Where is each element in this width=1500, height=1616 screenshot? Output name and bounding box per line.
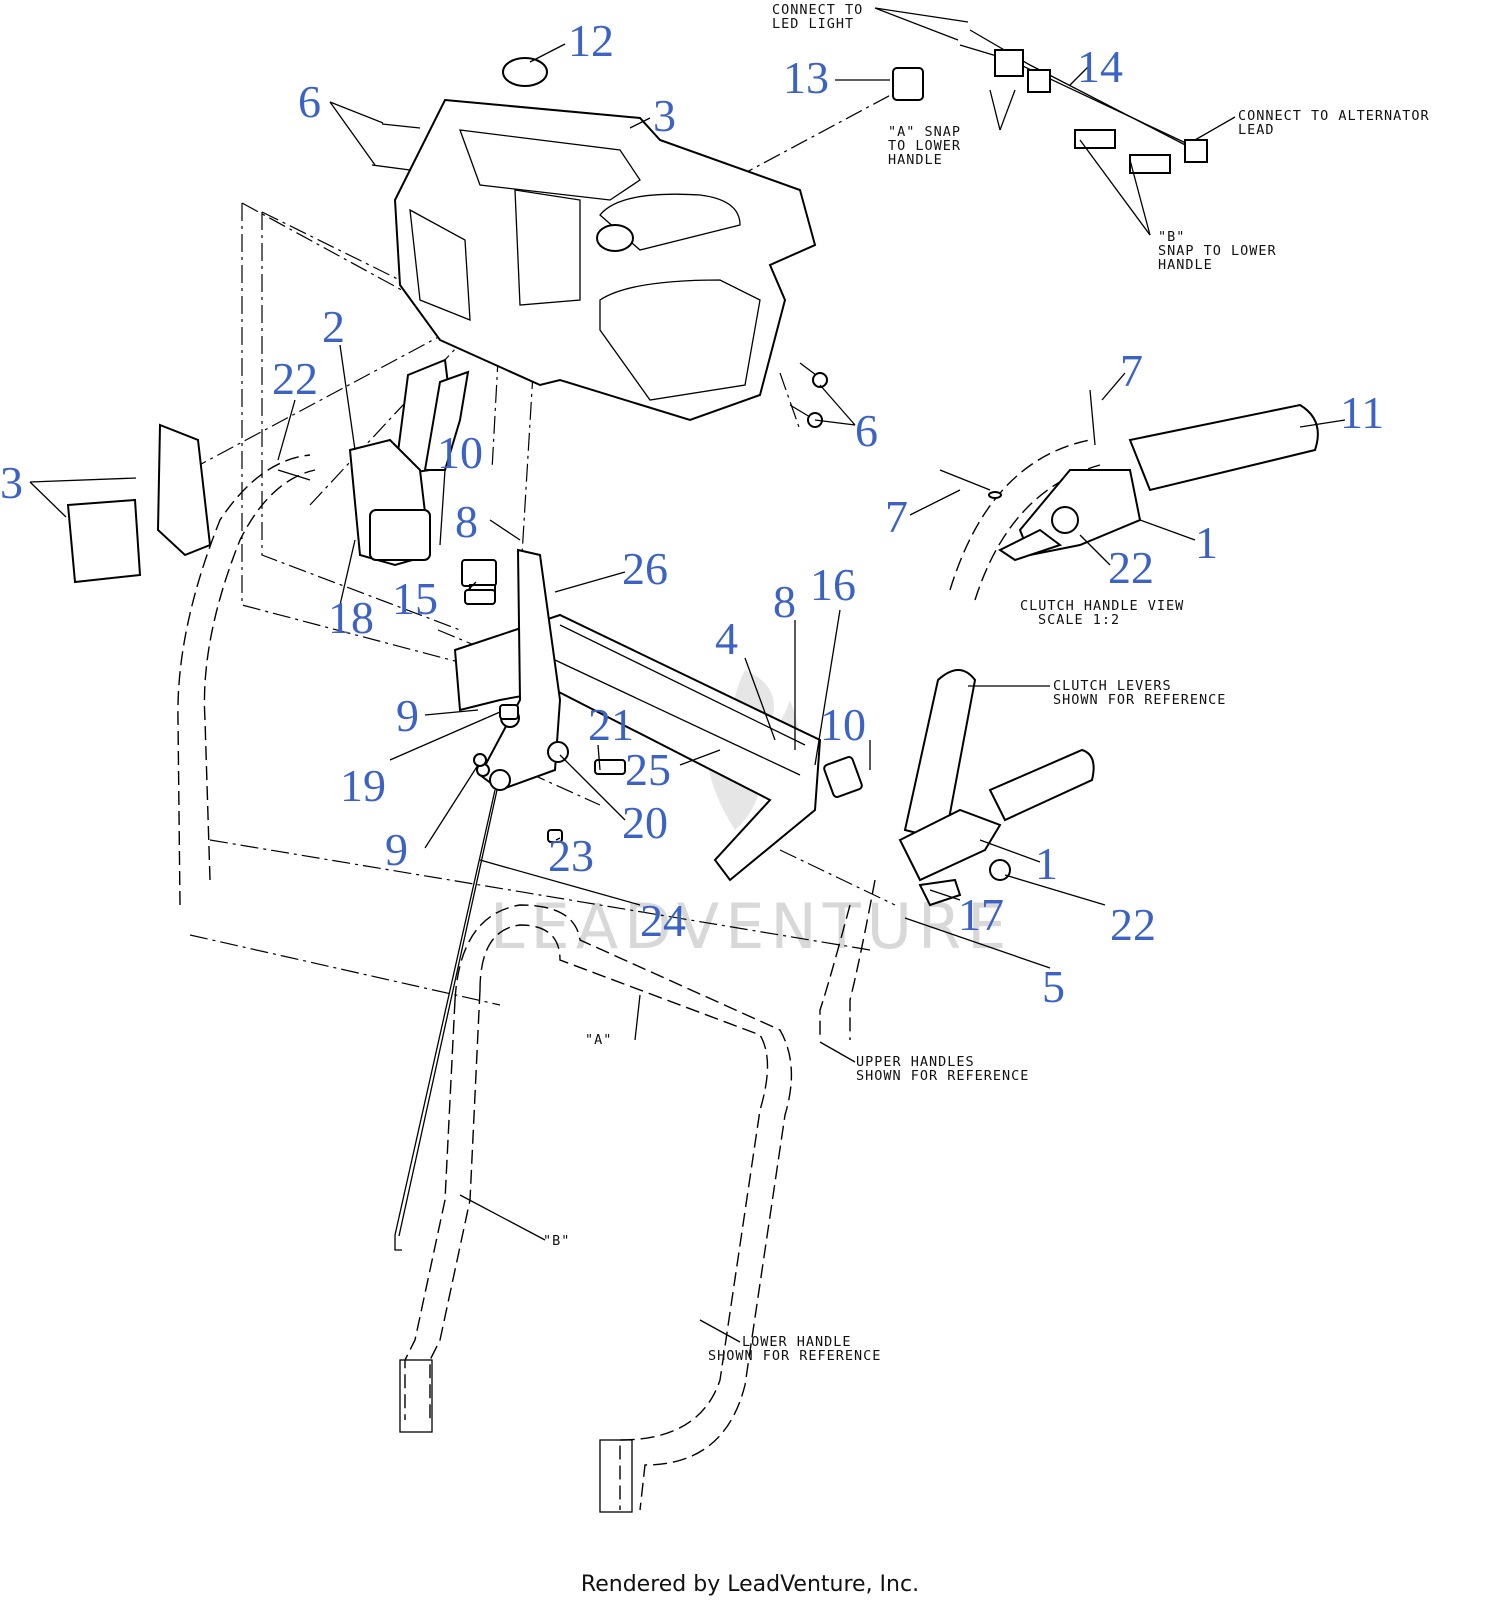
callout: 9 (385, 824, 408, 875)
callout: 24 (640, 895, 686, 946)
callout: 23 (548, 830, 594, 881)
callout: 22 (1110, 899, 1156, 950)
callout: 3 (653, 90, 676, 141)
callout: 21 (588, 699, 634, 750)
callout: 7 (885, 491, 908, 542)
note-clutch-view-line1: CLUTCH HANDLE VIEW (1020, 598, 1184, 614)
note-ref-b: "B" (543, 1233, 570, 1249)
lower-handle-reference (399, 904, 793, 1513)
clutch-lever-assembly (898, 669, 1095, 907)
callout: 26 (622, 543, 668, 594)
note-lower-handle-line1: LOWER HANDLE (742, 1334, 852, 1350)
callout: 8 (455, 496, 478, 547)
note-snap-a-line2: TO LOWER (888, 138, 961, 154)
note-snap-b-line3: HANDLE (1158, 257, 1213, 273)
callout: 6 (298, 76, 321, 127)
dash-panel-cover (393, 57, 817, 422)
callout: 11 (1340, 387, 1384, 438)
note-led-light-line1: CONNECT TO (772, 2, 863, 18)
callout: 25 (625, 744, 671, 795)
callout: 16 (810, 559, 856, 610)
callout: 17 (958, 889, 1004, 940)
footer-credit: Rendered by LeadVenture, Inc. (580, 1572, 920, 1597)
notes: CONNECT TO LED LIGHT "A" SNAP TO LOWER H… (543, 2, 1430, 1364)
callout: 8 (773, 576, 796, 627)
callout: 2 (322, 301, 345, 352)
side-cover-parts (66, 67, 924, 584)
part-callouts: 12 3 6 13 14 2 22 10 3 8 15 18 26 7 11 7… (0, 15, 1384, 1012)
callout: 22 (272, 353, 318, 404)
note-alternator-line1: CONNECT TO ALTERNATOR (1238, 108, 1430, 124)
note-clutch-levers-line2: SHOWN FOR REFERENCE (1053, 692, 1226, 708)
callout: 13 (783, 52, 829, 103)
callout: 15 (392, 573, 438, 624)
callout: 19 (340, 760, 386, 811)
note-snap-b-line2: SNAP TO LOWER (1158, 243, 1277, 259)
callout: 12 (568, 15, 614, 66)
note-clutch-levers-line1: CLUTCH LEVERS (1053, 678, 1172, 694)
upper-handles-reference (177, 454, 876, 1040)
note-ref-a: "A" (585, 1032, 612, 1048)
fasteners (277, 123, 828, 843)
callout: 6 (855, 405, 878, 456)
callout: 5 (1042, 961, 1065, 1012)
note-upper-handles-line1: UPPER HANDLES (856, 1054, 975, 1070)
callout: 22 (1108, 542, 1154, 593)
cables (394, 789, 498, 1251)
note-lower-handle-line2: SHOWN FOR REFERENCE (708, 1348, 881, 1364)
callout: 7 (1120, 345, 1143, 396)
wire-harness (959, 29, 1208, 174)
callout: 1 (1035, 838, 1058, 889)
shift-handle-assembly (348, 358, 470, 567)
note-upper-handles-line2: SHOWN FOR REFERENCE (856, 1068, 1029, 1084)
callout: 18 (328, 592, 374, 643)
note-snap-a-line1: "A" SNAP (888, 124, 961, 140)
clutch-handle-view (939, 389, 1319, 601)
callout: 1 (1195, 517, 1218, 568)
note-snap-a-line3: HANDLE (888, 152, 943, 168)
callout: 3 (0, 457, 23, 508)
callout: 10 (820, 699, 866, 750)
callout: 20 (622, 797, 668, 848)
callout: 14 (1077, 41, 1123, 92)
callout: 10 (437, 427, 483, 478)
note-alternator-line2: LEAD (1238, 122, 1275, 138)
note-clutch-view-line2: SCALE 1:2 (1038, 612, 1120, 628)
callout: 4 (715, 613, 738, 664)
leader-lines (29, 7, 1346, 1343)
knob-12-shape (502, 57, 548, 87)
note-led-light-line2: LED LIGHT (772, 16, 854, 32)
exploded-parts-diagram: LEADVENTURE (0, 2, 1430, 1513)
callout: 9 (396, 690, 419, 741)
note-snap-b-line1: "B" (1158, 229, 1185, 245)
